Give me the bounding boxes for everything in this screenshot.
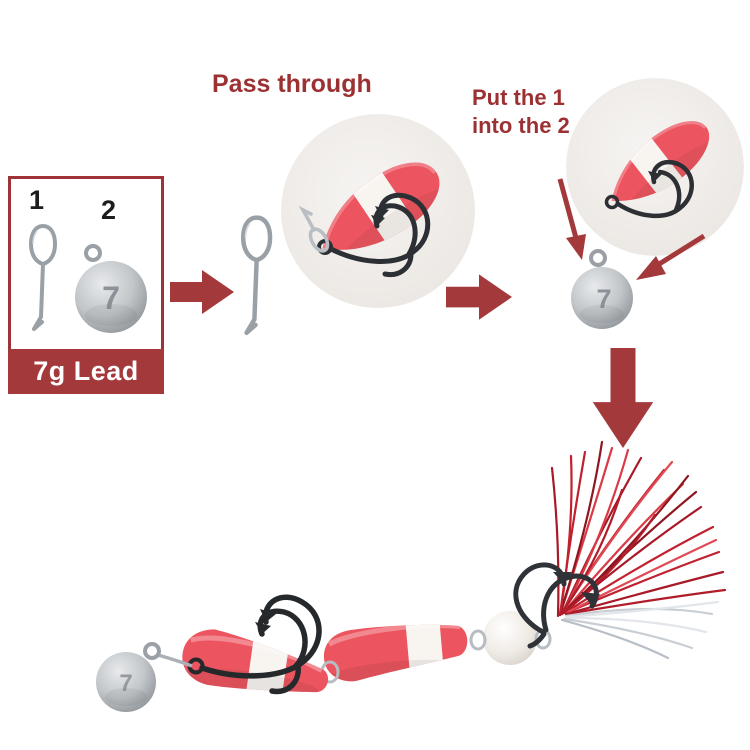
snap-clip-icon [28, 223, 58, 331]
step1-title: Pass through [212, 70, 372, 98]
treble-hook-icon [513, 562, 599, 649]
step2-title: Put the 1 into the 2 [472, 85, 570, 138]
parts-box: 1 2 7 [8, 176, 164, 352]
foam-segment-middle [323, 619, 468, 684]
assembled-lure-image: 7 [96, 440, 727, 712]
lead-ball-icon: 7 [571, 249, 633, 329]
snap-clip-attached-icon [298, 205, 330, 253]
part-2-label: 2 [101, 195, 117, 225]
arrow-right-icon [446, 274, 512, 320]
hook-point-barbs [553, 572, 600, 606]
lead-weight-banner: 7g Lead [8, 349, 164, 394]
treble-hook-icon [317, 192, 431, 278]
guide-arrow-down-left-icon [636, 233, 706, 280]
white-foam-ball [483, 611, 537, 665]
tinsel-skirt [550, 440, 727, 660]
hook-point-barb [648, 171, 662, 182]
lure-tail-detail-photo [566, 78, 744, 256]
guide-arrow-down-left-icon [557, 178, 586, 260]
lead-ball-icon: 7 [96, 652, 156, 712]
ball-eyelet-icon [589, 249, 607, 267]
ball-eyelet-icon [84, 244, 102, 262]
snap-clip-icon [240, 215, 273, 336]
foam-white-band [405, 619, 445, 682]
lead-weight-number: 7 [596, 284, 611, 314]
arrow-right-icon [170, 270, 234, 314]
hook-point-barbs [255, 609, 276, 634]
treble-hook-icon [604, 159, 694, 219]
connecting-wire [157, 653, 193, 668]
lead-weight-number: 7 [119, 670, 132, 697]
lead-weight-number: 7 [102, 280, 120, 316]
arrow-down-icon [592, 348, 654, 448]
lead-ball-icon: 7 [75, 244, 147, 333]
part-1-label: 1 [29, 185, 45, 215]
treble-hook-icon [187, 594, 322, 695]
pass-through-detail-photo [281, 114, 475, 308]
ball-eyelet-icon [143, 642, 161, 660]
segment-link-ring [469, 629, 487, 651]
hook-point-barbs [371, 206, 389, 226]
